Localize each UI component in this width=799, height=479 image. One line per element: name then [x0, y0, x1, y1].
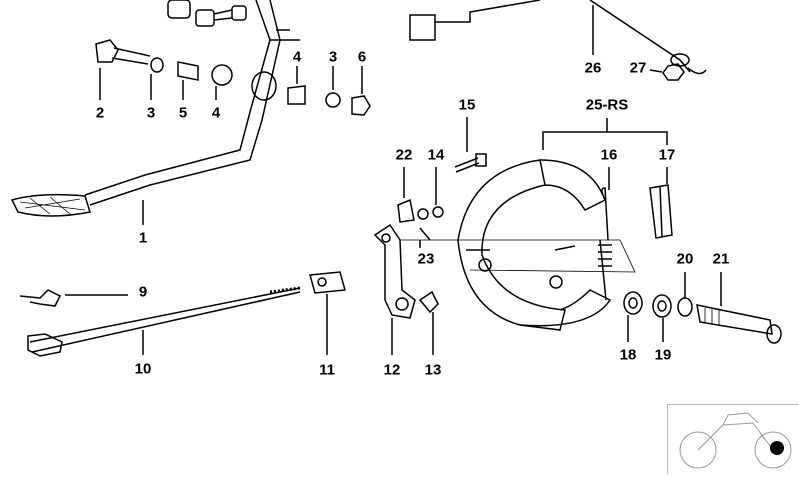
- part-15-screw: [454, 117, 487, 173]
- part-9-clip: [19, 289, 128, 307]
- part-1-brake-pedal: [10, 0, 300, 225]
- part-27-nut: [649, 63, 685, 81]
- callout-11: 11: [319, 361, 335, 379]
- callout-14: 14: [427, 146, 445, 164]
- callout-10: 10: [134, 360, 152, 378]
- callout-20: 20: [676, 250, 694, 268]
- callout-1: 1: [138, 229, 148, 247]
- callout-4: 4: [211, 104, 221, 122]
- callout-5: 5: [178, 104, 188, 122]
- leader-25-rs: [542, 118, 668, 150]
- callout-13: 13: [424, 361, 442, 379]
- motorcycle-location-thumbnail: [667, 404, 799, 474]
- callout-23: 23: [417, 250, 435, 268]
- callout-26: 26: [584, 59, 602, 77]
- callout-9: 9: [138, 283, 148, 301]
- callout-15: 15: [458, 96, 476, 114]
- parts-pedal-bolt-row: [95, 39, 233, 100]
- callout-16: 16: [600, 146, 618, 164]
- part-brake-lever: [373, 167, 636, 319]
- callout-17: 17: [658, 146, 676, 164]
- callout-3-upper: 3: [328, 48, 338, 66]
- part-top-bolts: [167, 0, 247, 27]
- location-marker-icon: [770, 441, 784, 455]
- part-26-switch-cable: [409, 0, 707, 75]
- callout-4-upper: 4: [292, 48, 302, 66]
- part-16-spring: [598, 167, 612, 301]
- callout-22: 22: [395, 146, 413, 164]
- callout-18: 18: [619, 346, 637, 364]
- callout-25-rs: 25-RS: [585, 96, 629, 114]
- callout-27: 27: [629, 59, 647, 77]
- part-10-brake-rod: [27, 286, 301, 357]
- parts-pivot-row: [287, 66, 371, 116]
- callout-3: 3: [146, 104, 156, 122]
- callout-6: 6: [357, 48, 367, 66]
- callout-21: 21: [712, 250, 730, 268]
- part-11-trunnion: [309, 271, 434, 355]
- part-17-sleeve: [649, 167, 673, 239]
- callout-19: 19: [654, 346, 672, 364]
- callout-12: 12: [383, 361, 401, 379]
- part-25-brake-shoes: [457, 159, 612, 331]
- callout-2: 2: [95, 104, 105, 122]
- parts-18-to-21: [623, 272, 782, 344]
